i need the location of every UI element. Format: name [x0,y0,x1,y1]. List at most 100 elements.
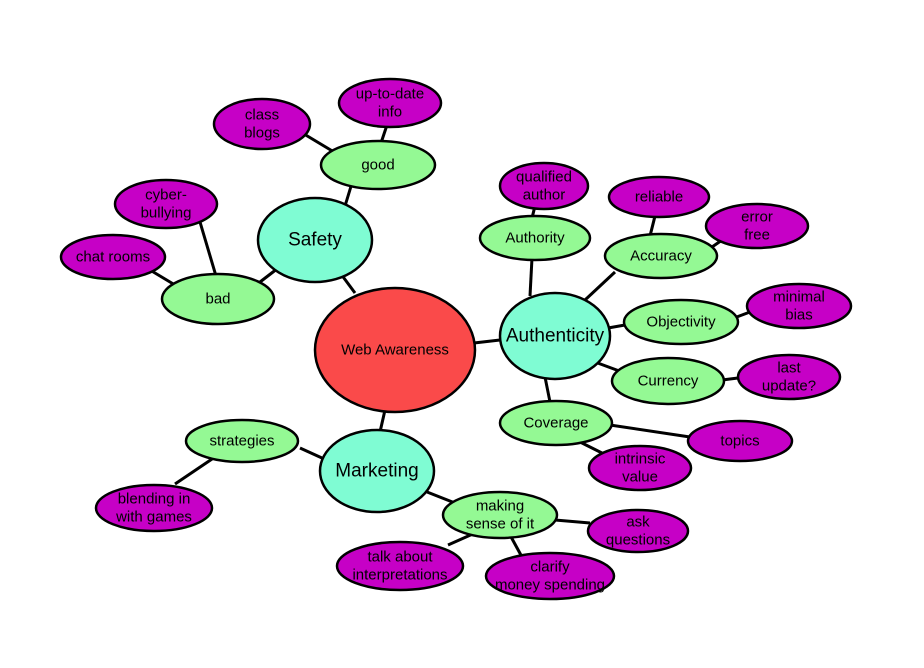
node-class-blogs-shape [212,97,312,151]
edge-authenticity-authority [528,257,534,297]
node-good: good [319,139,437,191]
node-topics-label-1: topics [720,433,759,450]
node-minimal-bias-label-1: minimal [773,289,825,306]
edge-authenticity-accuracy [583,270,617,302]
edge-marketing-strategies [299,446,323,460]
node-currency-shape [610,356,726,406]
node-class-blogs-label-2: blogs [244,125,280,142]
node-reliable: reliable [607,175,711,219]
node-reliable-shape [607,175,711,219]
node-good-shape [319,139,437,191]
node-coverage: Coverage [498,399,614,447]
node-core-label-1: Web Awareness [341,342,449,359]
node-coverage-shape [498,399,614,447]
node-chat-rooms-shape [59,233,167,281]
node-clarify-label-1: clarify [530,559,570,576]
edge-accuracy-reliable [648,215,657,237]
node-authenticity: Authenticity [498,291,612,381]
node-last-update-label-2: update? [762,378,816,395]
node-qualified-author-label-2: author [523,187,566,204]
node-marketing-shape [318,428,436,514]
node-accuracy-shape [603,232,719,280]
node-marketing-label-1: Marketing [335,461,418,482]
edge-core-marketing [378,409,387,433]
node-last-update-shape [736,353,842,401]
node-cyber-bullying-shape [113,178,219,230]
node-intrinsic-value-shape [587,444,693,492]
node-authenticity-shape [498,291,612,381]
node-core: Web Awareness [313,286,477,414]
edge-bad-cyber-bullying [198,221,218,277]
node-authority-shape [478,214,592,262]
edge-authenticity-coverage [543,376,552,403]
node-bad-label-1: bad [205,291,230,308]
node-marketing: Marketing [318,428,436,514]
node-topics-shape [686,419,794,463]
node-talk-about-shape [335,540,465,592]
node-authority-label-1: Authority [505,230,565,247]
edge-making-sense-ask [554,518,591,525]
node-ask-questions-label-2: questions [606,532,670,549]
edge-authenticity-objectivity [607,323,626,330]
node-error-free-label-2: free [744,227,770,244]
node-cyber-bullying: cyber-bullying [113,178,219,230]
node-talk-about-label-2: interpretations [352,567,447,584]
node-objectivity-label-1: Objectivity [646,314,716,331]
node-making-sense-label-1: making [476,498,524,515]
node-good-label-1: good [361,157,394,174]
edge-coverage-topics [609,423,691,439]
node-minimal-bias-label-2: bias [785,307,813,324]
node-qualified-author-shape [498,161,590,211]
node-coverage-label-1: Coverage [523,415,588,432]
edge-core-authenticity [473,338,501,345]
node-strategies-shape [184,418,300,464]
node-topics: topics [686,419,794,463]
node-strategies: strategies [184,418,300,464]
node-currency: Currency [610,356,726,406]
node-ask-questions-label-1: ask [626,514,650,531]
node-safety-label-1: Safety [288,230,342,251]
node-clarify-label-2: money spending [495,577,605,594]
node-up-to-date-shape [337,77,443,129]
node-currency-label-1: Currency [638,373,699,390]
node-qualified-author-label-1: qualified [516,169,572,186]
node-objectivity: Objectivity [622,298,740,346]
node-intrinsic-value-label-2: value [622,469,658,486]
node-safety: Safety [256,196,374,284]
node-core-shape [313,286,477,414]
node-last-update-label-1: last [777,360,801,377]
mind-map-nodes: Web Awareness SafetyAuthenticityMarketing… [59,77,853,601]
node-chat-rooms-label-1: chat rooms [76,249,150,266]
node-objectivity-shape [622,298,740,346]
edge-strategies-blending [174,455,216,486]
node-cyber-bullying-label-2: bullying [141,205,192,222]
node-accuracy: Accuracy [603,232,719,280]
node-minimal-bias-shape [745,282,853,330]
node-ask-questions-shape [586,508,690,554]
node-error-free-shape [704,202,810,250]
node-intrinsic-value-label-1: intrinsic [615,451,666,468]
node-accuracy-label-1: Accuracy [630,248,692,265]
node-clarify-shape [484,551,616,601]
node-making-sense-label-2: sense of it [466,516,535,533]
node-blending-shape [94,483,214,533]
node-blending-label-2: with games [115,509,192,526]
node-up-to-date-label-2: info [378,104,402,121]
node-blending-label-1: blending in [118,491,191,508]
node-strategies-label-1: strategies [209,433,274,450]
node-reliable-label-1: reliable [635,189,683,206]
node-error-free-label-1: error [741,209,773,226]
node-bad-shape [160,272,276,326]
